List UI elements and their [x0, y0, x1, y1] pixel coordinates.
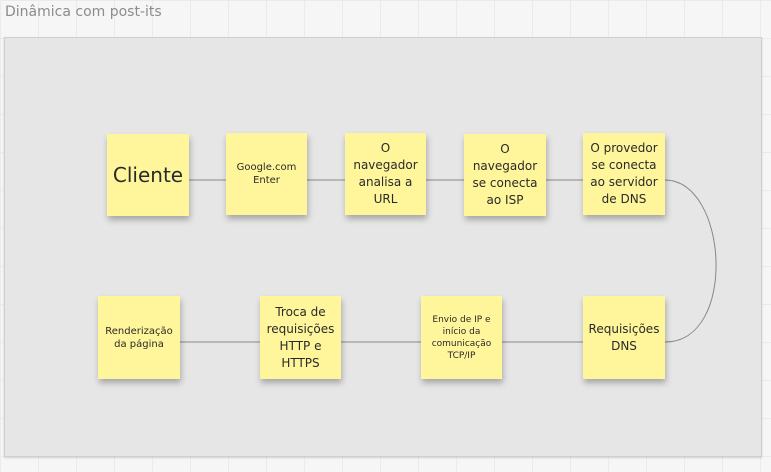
- note-provedor-servidor-dns-text: O provedor se conecta ao servidor de DNS: [590, 141, 658, 206]
- diagram-frame[interactable]: [4, 37, 762, 457]
- note-navegador-conecta-isp[interactable]: O navegador se conecta ao ISP: [464, 134, 546, 216]
- board-title: Dinâmica com post-its: [5, 4, 162, 20]
- note-google-enter-text: Google.com Enter: [236, 162, 297, 186]
- note-envio-ip-tcp-text: Envio de IP e início da comunicação TCP/…: [431, 314, 492, 361]
- note-navegador-conecta-isp-text: O navegador se conecta ao ISP: [472, 142, 538, 207]
- note-cliente[interactable]: Cliente: [107, 134, 189, 216]
- note-provedor-servidor-dns[interactable]: O provedor se conecta ao servidor de DNS: [583, 133, 665, 215]
- note-requisicoes-dns[interactable]: Requisições DNS: [583, 296, 665, 379]
- note-cliente-text: Cliente: [112, 163, 184, 187]
- note-envio-ip-tcp[interactable]: Envio de IP e início da comunicação TCP/…: [421, 296, 502, 379]
- note-troca-http-https-text: Troca de requisições HTTP e HTTPS: [266, 304, 335, 370]
- connector-provedor-requisicoes: [664, 179, 717, 343]
- note-google-enter[interactable]: Google.com Enter: [226, 133, 307, 215]
- note-navegador-analisa-url-text: O navegador analisa a URL: [353, 141, 418, 206]
- note-requisicoes-dns-text: Requisições DNS: [588, 321, 660, 353]
- note-troca-http-https[interactable]: Troca de requisições HTTP e HTTPS: [260, 296, 341, 379]
- note-renderizacao-pagina-text: Renderização da página: [105, 325, 173, 350]
- note-navegador-analisa-url[interactable]: O navegador analisa a URL: [345, 133, 426, 215]
- note-renderizacao-pagina[interactable]: Renderização da página: [98, 296, 180, 379]
